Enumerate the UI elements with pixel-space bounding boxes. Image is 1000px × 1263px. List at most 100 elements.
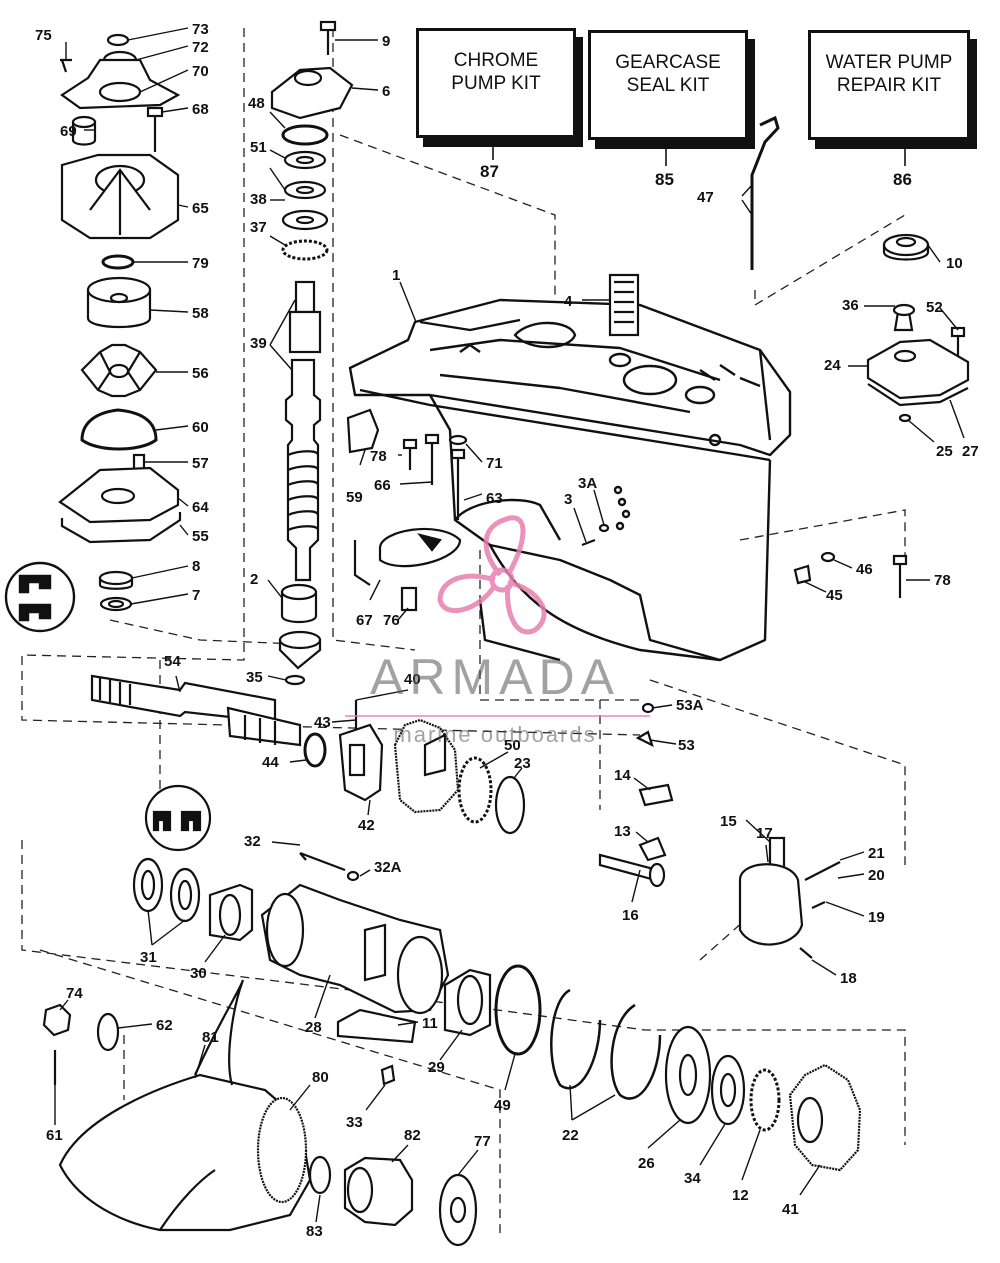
part-callout-number: 55: [192, 528, 209, 545]
part-callout-number: 26: [638, 1155, 655, 1172]
part-callout-number: 81: [202, 1029, 219, 1046]
kit-box-gearcase-seal: GEARCASE SEAL KIT: [588, 30, 748, 140]
watermark-brand-name: ARMADA: [370, 649, 620, 705]
part-callout-number: 69: [60, 123, 77, 140]
part-callout-number: 70: [192, 63, 209, 80]
part-callout-number: 63: [486, 490, 503, 507]
part-callout-number: 54: [164, 653, 181, 670]
part-callout-number: 37: [250, 219, 267, 236]
kit-label: CHROME PUMP KIT: [451, 50, 541, 94]
part-callout-number: 74: [66, 985, 83, 1002]
part-callout-number: 6: [382, 83, 390, 100]
part-callout-number: 50: [504, 737, 521, 754]
part-callout-number: 25: [936, 443, 953, 460]
part-callout-number: 24: [824, 357, 841, 374]
part-callout-number: 28: [305, 1019, 322, 1036]
part-callout-number: 32A: [374, 859, 402, 876]
part-callout-number: 3A: [578, 475, 597, 492]
part-callout-number: 36: [842, 297, 859, 314]
part-callout-number: 57: [192, 455, 209, 472]
part-callout-number: 47: [697, 189, 714, 206]
part-callout-number: 17: [756, 825, 773, 842]
propeller-logo-watermark: [437, 515, 547, 635]
part-callout-number: 8: [192, 558, 200, 575]
part-callout-number: 62: [156, 1017, 173, 1034]
part-callout-number: 82: [404, 1127, 421, 1144]
part-callout-number: 35: [246, 669, 263, 686]
part-callout-number: 27: [962, 443, 979, 460]
part-callout-number: 15: [720, 813, 737, 830]
kit-box-chrome-pump: CHROME PUMP KIT: [416, 28, 576, 138]
part-callout-number: 33: [346, 1114, 363, 1131]
kit-label: GEARCASE SEAL KIT: [615, 52, 721, 96]
part-callout-number: 32: [244, 833, 261, 850]
kit-label: WATER PUMP REPAIR KIT: [825, 52, 953, 96]
part-callout-number: 12: [732, 1187, 749, 1204]
part-callout-number: 59: [346, 489, 363, 506]
part-callout-number: 79: [192, 255, 209, 272]
part-callout-number: 71: [486, 455, 503, 472]
bearing-housing-parts: [132, 784, 862, 1172]
part-callout-number: 49: [494, 1097, 511, 1114]
part-callout-number: 45: [826, 587, 843, 604]
part-callout-number: 43: [314, 714, 331, 731]
part-callout-number: 20: [868, 867, 885, 884]
part-callout-number: 10: [946, 255, 963, 272]
part-callout-number: 60: [192, 419, 209, 436]
part-callout-number: 78: [370, 448, 387, 465]
part-callout-number: 42: [358, 817, 375, 834]
part-callout-number: 18: [840, 970, 857, 987]
part-callout-number: 16: [622, 907, 639, 924]
part-callout-number: 53: [678, 737, 695, 754]
driveshaft-parts: [270, 20, 354, 686]
part-callout-number: 73: [192, 21, 209, 38]
part-callout-number: 19: [868, 909, 885, 926]
part-callout-number: 78: [934, 572, 951, 589]
kit-number: 86: [893, 170, 912, 189]
part-callout-number: 72: [192, 39, 209, 56]
part-callout-number: 22: [562, 1127, 579, 1144]
part-callout-number: 80: [312, 1069, 329, 1086]
part-callout-number: 14: [614, 767, 631, 784]
part-callout-number: 2: [250, 571, 258, 588]
part-callout-number: 48: [248, 95, 265, 112]
part-callout-number: 76: [383, 612, 400, 629]
part-callout-number: 11: [422, 1015, 438, 1032]
part-callout-number: 30: [190, 965, 207, 982]
kit-number: 85: [655, 170, 674, 189]
part-callout-number: 38: [250, 191, 267, 208]
part-callout-number: 64: [192, 499, 209, 516]
part-callout-number: 44: [262, 754, 279, 771]
part-callout-number: 40: [404, 671, 421, 688]
part-callout-number: 58: [192, 305, 209, 322]
gearcase-housing: [348, 298, 792, 662]
part-callout-number: 67: [356, 612, 373, 629]
part-callout-number: 34: [684, 1170, 701, 1187]
part-callout-number: 66: [374, 477, 391, 494]
water-pump-parts: [58, 33, 182, 612]
part-callout-number: 75: [35, 27, 52, 44]
part-callout-number: 29: [428, 1059, 445, 1076]
part-callout-number: 31: [140, 949, 157, 966]
propshaft-parts: [90, 674, 841, 959]
assembly-dashed-lines: [21, 28, 906, 1235]
part-callout-number: 77: [474, 1133, 491, 1150]
part-callout-number: 23: [514, 755, 531, 772]
part-callout-number: 53A: [676, 697, 704, 714]
right-side-parts: [346, 115, 970, 748]
part-callout-number: 61: [46, 1127, 63, 1144]
watermark-tagline: marine outboards: [393, 722, 597, 747]
part-callout-number: 46: [856, 561, 873, 578]
part-callout-number: 51: [250, 139, 267, 156]
propeller-parts: [42, 979, 478, 1247]
part-callout-number: 9: [382, 33, 390, 50]
part-callout-number: 41: [782, 1201, 799, 1218]
part-callout-number: 4: [564, 293, 573, 310]
kit-leader-lines: [492, 142, 906, 166]
kit-number: 87: [480, 162, 499, 181]
part-callout-number: 21: [868, 845, 885, 862]
part-callout-number: 52: [926, 299, 943, 316]
part-callout-number: 1: [392, 267, 400, 284]
